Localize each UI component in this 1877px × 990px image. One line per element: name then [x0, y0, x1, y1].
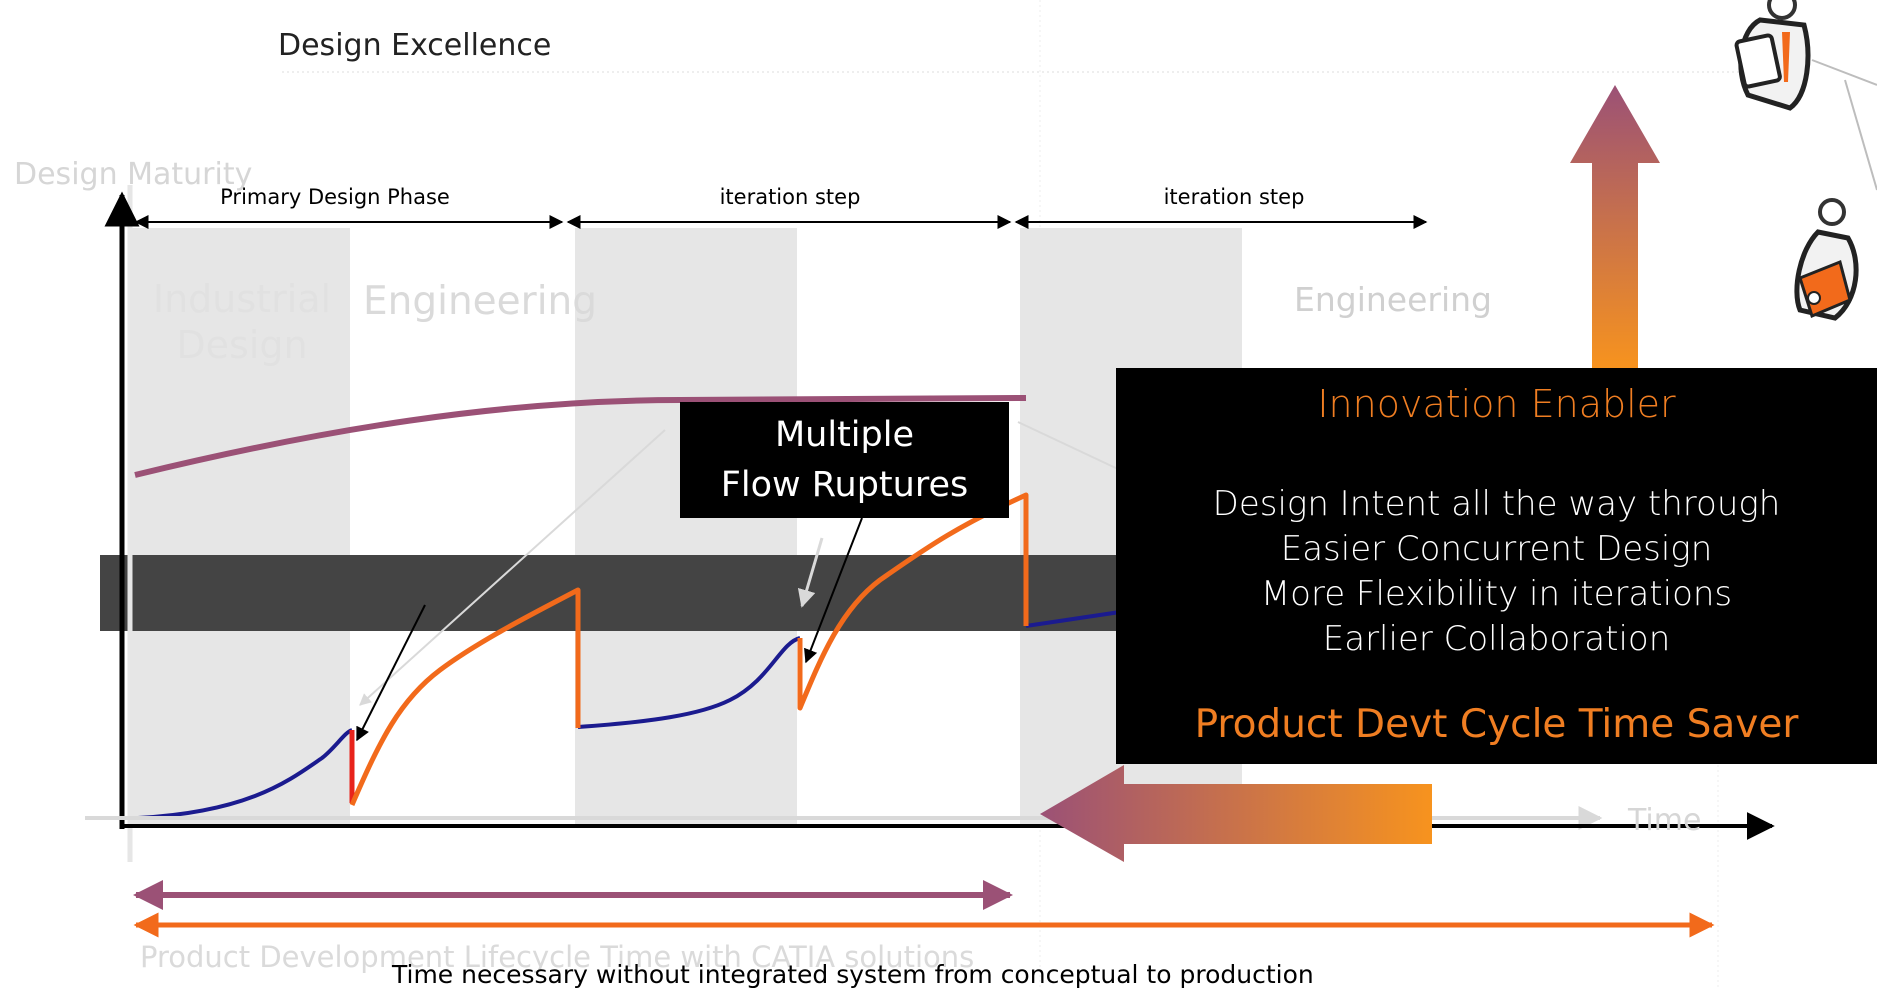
innovation-title: Innovation Enabler [1317, 382, 1676, 426]
navy-segment-2 [577, 636, 801, 729]
phase-label-primary: Primary Design Phase [220, 185, 450, 209]
label-engineering-1: Engineering [363, 279, 597, 324]
phase-label-iteration-1: iteration step [720, 185, 861, 209]
label-design: Design [176, 323, 307, 367]
catia-maturity-curve [134, 395, 1027, 478]
label-industrial: Industrial [153, 277, 331, 321]
dark-band [100, 555, 1120, 631]
without-duration-caption: Time necessary without integrated system… [391, 960, 1314, 989]
pointer-rupture-2 [804, 517, 863, 664]
benefit-item: Design Intent all the way through [1212, 484, 1781, 524]
diagram-title: Design Excellence [278, 28, 551, 63]
presenter-figure-icon [1734, 0, 1811, 111]
x-axis-label: Time [1627, 803, 1701, 838]
callout-line-2: Flow Ruptures [720, 465, 969, 505]
callout-line-1: Multiple [774, 415, 915, 455]
benefit-item: Easier Concurrent Design [1280, 529, 1713, 569]
pointer-rupture-1 [356, 604, 426, 742]
phase-label-iteration-2: iteration step [1164, 185, 1305, 209]
grey-pointer-3 [1017, 421, 1121, 471]
catia-duration-caption: Product Development Lifecycle Time with … [140, 940, 974, 974]
cycle-time-saver: Product Devt Cycle Time Saver [1194, 702, 1799, 747]
innovation-panel: Innovation Enabler Design Intent all the… [1116, 368, 1877, 764]
grey-pointer-2 [797, 537, 824, 608]
navy-segment-1 [137, 728, 353, 820]
benefit-item: More Flexibility in iterations [1260, 574, 1733, 614]
grey-link-2 [1844, 79, 1877, 191]
benefit-item: Earlier Collaboration [1322, 619, 1671, 659]
band-industrial-design [130, 228, 350, 828]
cycle-time-left-arrow [1040, 765, 1432, 862]
worker-figure-icon [1794, 198, 1859, 321]
innovation-up-arrow [1570, 85, 1660, 368]
y-axis-label: Design Maturity [14, 157, 252, 192]
grey-link-1 [1811, 59, 1877, 86]
benefits-list: Design Intent all the way through Easier… [1116, 482, 1877, 662]
band-iteration-1 [575, 228, 797, 828]
flow-ruptures-callout: Multiple Flow Ruptures [680, 402, 1009, 518]
grey-pointer-1 [359, 429, 666, 706]
navy-segment-3 [1025, 610, 1121, 628]
orange-segment-1 [349, 587, 581, 806]
label-engineering-2: Engineering [1294, 280, 1492, 319]
